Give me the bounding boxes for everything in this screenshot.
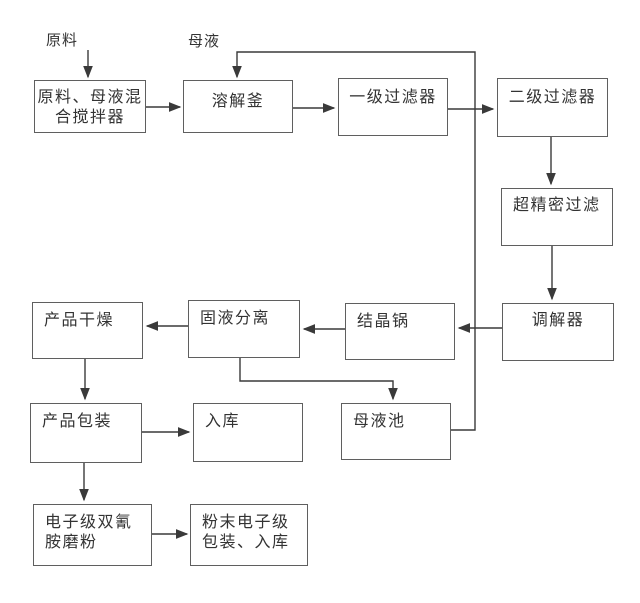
node-powder-electronic-grade-packaging-warehouse: 粉末电子级 包装、入库	[190, 504, 308, 566]
node-secondary-filter: 二级过滤器	[497, 78, 608, 137]
node-ultra-precision-filter: 超精密过滤	[501, 188, 613, 246]
node-raw-mother-liquor-mixer: 原料、母液混 合搅拌器	[34, 80, 146, 133]
node-solid-liquid-separation: 固液分离	[188, 300, 300, 358]
label-raw-material: 原料	[46, 33, 79, 49]
node-crystallization-pot: 结晶锅	[345, 303, 455, 360]
node-primary-filter: 一级过滤器	[338, 78, 448, 136]
edge-separator-to-pool	[239, 358, 398, 401]
node-electronic-grade-dicyandiamide-grinding: 电子级双氰 胺磨粉	[33, 504, 152, 566]
node-dissolving-kettle: 溶解釜	[183, 80, 293, 133]
label-mother-liquor: 母液	[188, 34, 221, 50]
node-regulator: 调解器	[502, 303, 614, 361]
node-product-drying: 产品干燥	[32, 302, 143, 359]
node-warehouse: 入库	[193, 403, 303, 462]
node-product-packaging: 产品包装	[30, 403, 142, 463]
node-mother-liquor-pool: 母液池	[341, 403, 451, 460]
